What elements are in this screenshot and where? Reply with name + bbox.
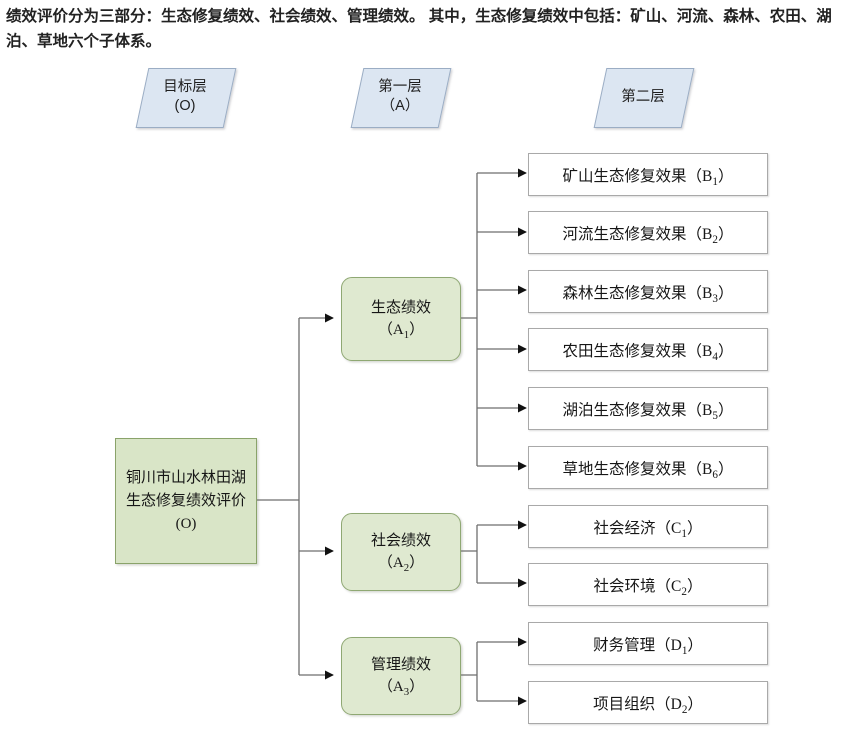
layer-header-first-line2: （A） — [380, 98, 420, 114]
criteria-box-a3[interactable]: 管理绩效 （A3） — [341, 637, 461, 715]
leaf-box-c1-label: 社会经济（C1） — [593, 519, 703, 540]
leaf-box-d1[interactable]: 财务管理（D1） — [528, 622, 768, 665]
leaf-box-b5[interactable]: 湖泊生态修复效果（B5） — [528, 387, 768, 430]
goal-box[interactable]: 铜川市山水林田湖生态修复绩效评价(O) — [115, 438, 257, 564]
criteria-box-a3-code: （A3） — [377, 679, 425, 698]
leaf-box-c2-label: 社会环境（C2） — [593, 577, 703, 598]
leaf-box-b6-label: 草地生态修复效果（B6） — [562, 460, 734, 481]
leaf-box-b1[interactable]: 矿山生态修复效果（B1） — [528, 153, 768, 196]
criteria-box-a1-label: 生态绩效 — [370, 300, 431, 316]
layer-header-first: 第一层 （A） — [357, 68, 443, 126]
criteria-box-a3-label: 管理绩效 — [370, 657, 431, 673]
leaf-box-c1[interactable]: 社会经济（C1） — [528, 505, 768, 548]
layer-header-goal: 目标层 (O) — [142, 68, 228, 126]
leaf-box-b2-label: 河流生态修复效果（B2） — [562, 225, 734, 246]
leaf-box-b1-label: 矿山生态修复效果（B1） — [562, 167, 734, 188]
layer-header-first-line1: 第一层 — [378, 79, 422, 95]
figure-caption: 绩效评价分为三部分：生态修复绩效、社会绩效、管理绩效。 其中，生态修复绩效中包括… — [6, 8, 832, 50]
criteria-box-a2[interactable]: 社会绩效 （A2） — [341, 513, 461, 591]
goal-box-label: 铜川市山水林田湖生态修复绩效评价(O) — [125, 469, 246, 532]
leaf-box-b4-label: 农田生态修复效果（B4） — [562, 342, 734, 363]
leaf-box-d2-label: 项目组织（D2） — [593, 695, 703, 716]
layer-header-goal-line1: 目标层 — [163, 79, 207, 95]
leaf-box-b6[interactable]: 草地生态修复效果（B6） — [528, 446, 768, 489]
leaf-box-b3-label: 森林生态修复效果（B3） — [562, 284, 734, 305]
layer-header-second-line1: 第二层 — [621, 88, 665, 105]
leaf-box-c2[interactable]: 社会环境（C2） — [528, 563, 768, 606]
leaf-box-d2[interactable]: 项目组织（D2） — [528, 681, 768, 724]
leaf-box-d1-label: 财务管理（D1） — [593, 636, 703, 657]
layer-header-goal-line2: (O) — [174, 98, 196, 114]
criteria-box-a2-code: （A2） — [377, 555, 425, 574]
leaf-box-b5-label: 湖泊生态修复效果（B5） — [562, 401, 734, 422]
criteria-box-a1[interactable]: 生态绩效 （A1） — [341, 277, 461, 361]
leaf-box-b3[interactable]: 森林生态修复效果（B3） — [528, 270, 768, 313]
leaf-box-b4[interactable]: 农田生态修复效果（B4） — [528, 328, 768, 371]
leaf-box-b2[interactable]: 河流生态修复效果（B2） — [528, 211, 768, 254]
criteria-box-a2-label: 社会绩效 — [370, 533, 431, 549]
criteria-box-a1-code: （A1） — [377, 322, 425, 341]
layer-header-second: 第二层 — [600, 68, 686, 126]
